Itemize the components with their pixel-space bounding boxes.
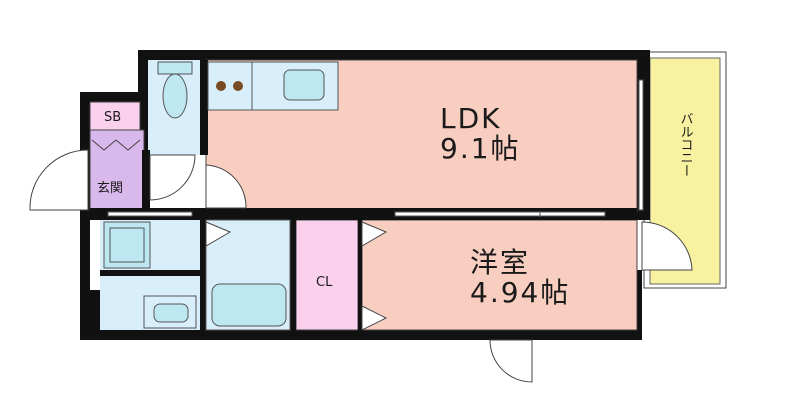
sliding-door-balcony bbox=[638, 79, 644, 211]
balcony-label: バルコニー bbox=[678, 112, 694, 177]
toilet-bowl bbox=[162, 73, 188, 119]
door-swing-ldk bbox=[205, 164, 247, 209]
wall-mid-h bbox=[90, 208, 637, 220]
sliding-door-western bbox=[394, 211, 606, 217]
shoebox-door-right bbox=[115, 139, 141, 151]
wall-bottom bbox=[80, 330, 642, 340]
wall-sink-divider bbox=[100, 270, 200, 276]
wall-closet-left bbox=[290, 212, 296, 330]
stove-burner-icon bbox=[233, 81, 243, 91]
stove-burner-icon bbox=[216, 81, 226, 91]
ldk-size: 9.1帖 bbox=[440, 132, 521, 165]
sliding-door-wet bbox=[107, 211, 193, 217]
door-swing-closet-top bbox=[361, 221, 388, 247]
wall-top bbox=[138, 50, 650, 60]
door-swing-entrance bbox=[29, 149, 89, 211]
kitchen-sink bbox=[283, 69, 325, 101]
door-swing-balcony bbox=[641, 221, 693, 271]
stove bbox=[207, 61, 253, 111]
kitchen bbox=[207, 61, 339, 111]
wall-left-outer bbox=[80, 92, 90, 340]
shoebox-room bbox=[89, 101, 141, 131]
closet-room bbox=[295, 219, 359, 331]
western-size: 4.94帖 bbox=[470, 276, 570, 309]
washing-machine-inner bbox=[109, 227, 145, 263]
ldk-label: LDK bbox=[440, 102, 502, 135]
wash-basin-bowl bbox=[153, 303, 189, 323]
shoebox-door-left bbox=[91, 139, 117, 151]
shoebox-doors bbox=[91, 139, 141, 151]
wall-toilet-right bbox=[200, 60, 208, 155]
door-swing-closet-bottom bbox=[361, 305, 388, 331]
bathtub bbox=[211, 283, 287, 327]
western-label: 洋室 bbox=[470, 246, 530, 279]
sliding-doors bbox=[107, 79, 644, 217]
toilet-tank bbox=[157, 61, 193, 75]
shoebox-label: SB bbox=[104, 110, 121, 125]
western-room bbox=[361, 219, 638, 331]
wall-left-bottom-block bbox=[80, 290, 100, 340]
door-swing-bath bbox=[205, 221, 232, 247]
entrance-room bbox=[89, 129, 145, 211]
door-swing-western-bottom bbox=[489, 339, 533, 383]
toilet bbox=[157, 61, 193, 119]
wall-sb-top bbox=[80, 92, 148, 102]
door-swing-toilet bbox=[149, 154, 196, 201]
closet-label: CL bbox=[316, 275, 333, 290]
door-swings bbox=[29, 149, 693, 383]
wall-entrance-right bbox=[142, 150, 150, 212]
interior-walls bbox=[90, 60, 637, 330]
entrance-label: 玄関 bbox=[97, 181, 123, 196]
wall-wr-left bbox=[358, 220, 362, 330]
wall-left-upper bbox=[138, 50, 148, 160]
wall-bath-divider bbox=[200, 212, 206, 330]
